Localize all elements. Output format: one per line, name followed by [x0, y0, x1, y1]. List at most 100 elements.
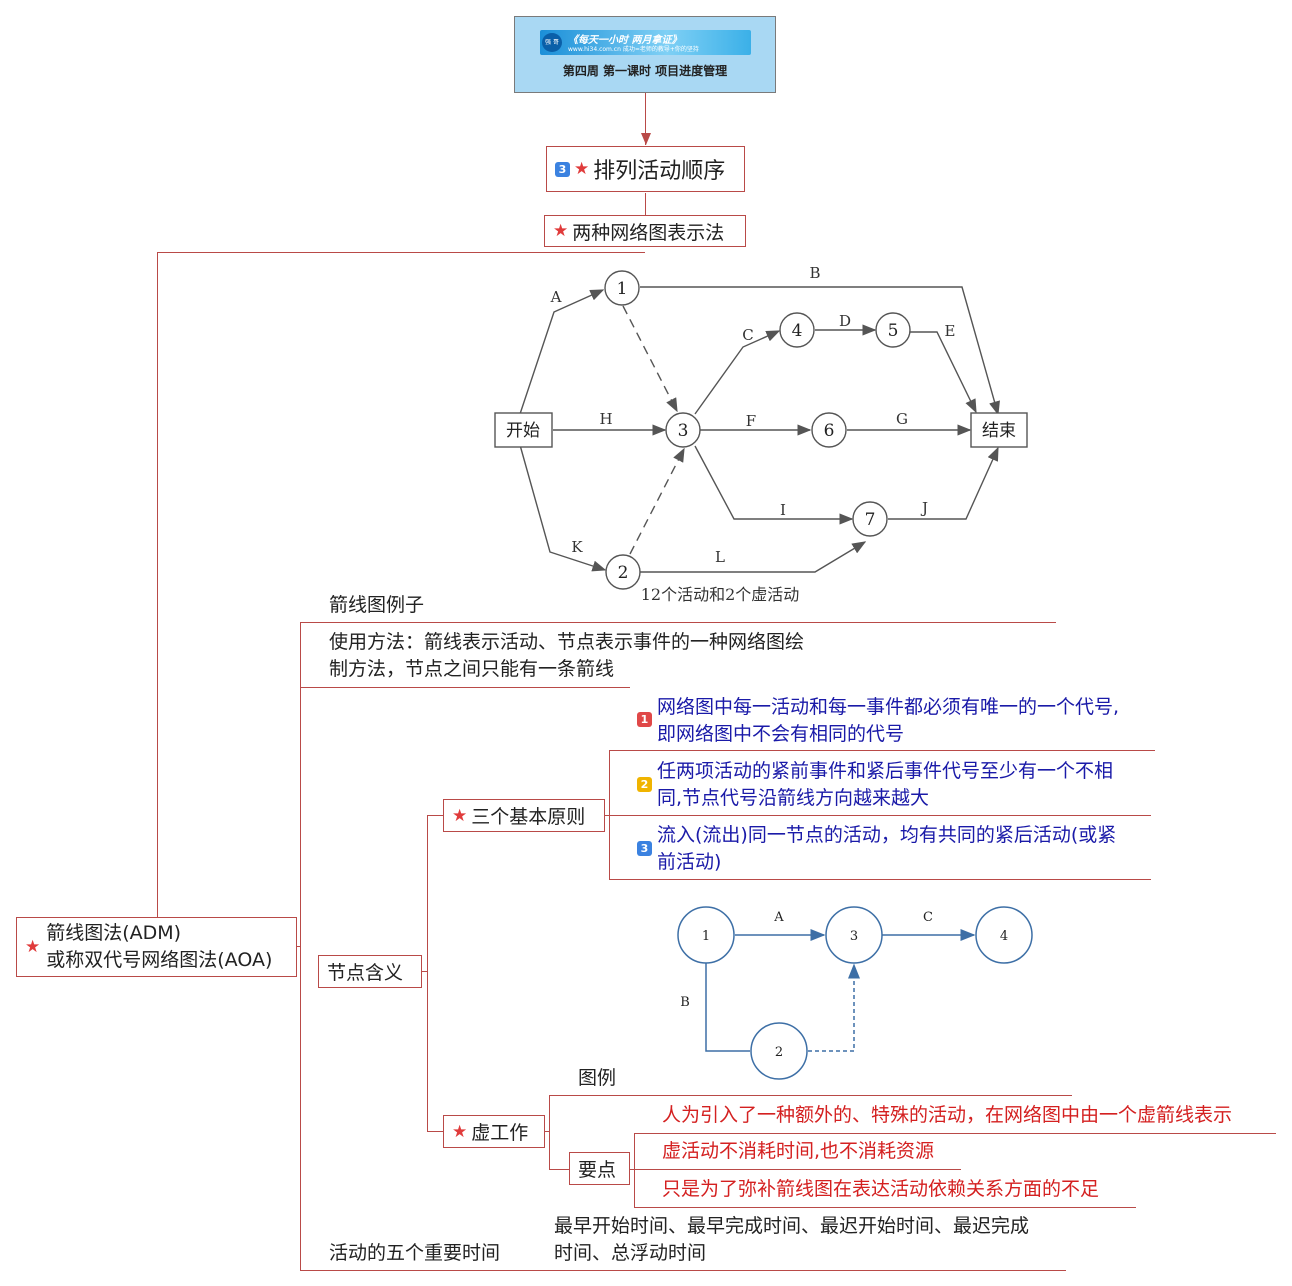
event-node	[604, 270, 640, 306]
principle-1-line1: 网络图中每一活动和每一事件都必须有唯一的一个代号,	[657, 696, 1120, 718]
banner-title: 《每天一小时 两月拿证》	[568, 35, 682, 46]
connector	[609, 879, 1151, 880]
event-node	[875, 312, 911, 348]
activity-label: I	[780, 501, 786, 519]
star-icon: ★	[553, 221, 569, 241]
connector	[634, 1207, 1136, 1208]
node-meaning-label: 节点含义	[327, 962, 404, 984]
connector	[427, 1131, 444, 1132]
principle-3-line1: 流入(流出)同一节点的活动，均有共同的紧后活动(或紧	[657, 824, 1117, 846]
priority-3-badge: 3	[555, 161, 570, 177]
priority-3-badge: 3	[637, 841, 652, 856]
star-icon: ★	[452, 805, 468, 826]
legend-node-label: 4	[1000, 929, 1008, 944]
dummy-point-3: 只是为了弥补箭线图在表达活动依赖关系方面的不足	[662, 1178, 1100, 1200]
connector	[300, 622, 1056, 623]
connector	[634, 1133, 1276, 1134]
activity-label: D	[839, 312, 851, 330]
usage-line2: 制方法，节点之间只能有一条箭线	[329, 658, 615, 680]
connector	[645, 93, 646, 145]
dummy-work-title: 虚工作	[471, 1122, 529, 1144]
arrow-head	[641, 133, 651, 145]
connector	[609, 750, 610, 879]
principles-title: 三个基本原则	[471, 806, 586, 828]
node-meaning-node[interactable]: 节点含义	[318, 955, 422, 988]
topic-node[interactable]: 3 ★ 排列活动顺序	[546, 146, 745, 192]
activity-label: J	[920, 499, 928, 517]
end-box	[970, 412, 1028, 448]
subtopic-title: 两种网络图表示法	[572, 221, 725, 244]
star-icon: ★	[574, 159, 590, 179]
principles-node[interactable]: ★ 三个基本原则	[443, 799, 605, 832]
activity-label: B	[809, 264, 820, 282]
dummy-legend-diagram: 1 3 4 2 A C B	[677, 906, 1033, 1080]
dummy-point-1: 人为引入了一种额外的、特殊的活动，在网络图中由一个虚箭线表示	[662, 1104, 1233, 1126]
node-label: 6	[824, 421, 835, 441]
connector	[630, 1169, 635, 1170]
connector	[609, 815, 1151, 816]
figure-caption: 12个活动和2个虚活动	[641, 585, 800, 604]
node-label: 5	[888, 321, 899, 341]
connector	[634, 1133, 635, 1207]
connector	[645, 193, 646, 215]
legend-node-label: 3	[850, 929, 858, 944]
connector	[296, 946, 301, 947]
event-node	[665, 412, 701, 448]
legend-node	[825, 906, 883, 964]
node-label: 2	[618, 563, 629, 583]
connector	[157, 252, 645, 253]
connector	[549, 1095, 550, 1169]
banner: 强 哥 《每天一小时 两月拿证》 www.hi34.com.cn 成功=老师的教…	[540, 30, 751, 55]
activity-label: L	[715, 548, 725, 566]
principle-3-line2: 前活动)	[657, 851, 722, 873]
dummy-point-2: 虚活动不消耗时间,也不消耗资源	[662, 1140, 935, 1162]
connector	[545, 1131, 550, 1132]
node-label: 4	[792, 321, 803, 341]
node-label: 1	[617, 279, 628, 299]
adm-node[interactable]: ★ 箭线图法(ADM) 或称双代号网络图法(AOA)	[16, 917, 297, 977]
five-times-title: 活动的五个重要时间	[329, 1242, 501, 1264]
priority-1-badge: 1	[637, 712, 652, 727]
dummy-work-node[interactable]: ★ 虚工作	[443, 1115, 545, 1148]
legend-activity-label: C	[923, 910, 933, 925]
activity-label: K	[571, 538, 583, 556]
legend-activity-label: A	[773, 910, 784, 925]
five-times-line2: 时间、总浮动时间	[554, 1242, 707, 1264]
event-node	[605, 554, 641, 590]
legend-node-label: 1	[702, 929, 710, 944]
activity-label: C	[742, 326, 753, 344]
connector	[300, 1270, 1066, 1271]
start-label: 开始	[506, 421, 540, 441]
star-icon: ★	[452, 1121, 468, 1142]
event-node	[852, 501, 888, 537]
node-label: 7	[865, 510, 876, 530]
start-box	[494, 412, 553, 448]
connector	[549, 1095, 1072, 1096]
header-subtitle: 第四周 第一课时 项目进度管理	[562, 64, 728, 78]
legend-label: 图例	[578, 1067, 617, 1089]
principle-1-line2: 即网络图中不会有相同的代号	[657, 723, 905, 745]
legend-node	[677, 906, 735, 964]
legend-activity-label: B	[680, 995, 690, 1010]
event-node	[779, 312, 815, 348]
adm-line2: 或称双代号网络图法(AOA)	[46, 949, 273, 971]
connector	[549, 1169, 569, 1170]
connector	[300, 687, 630, 688]
subtopic-node[interactable]: ★ 两种网络图表示法	[544, 215, 746, 247]
banner-badge: 强 哥	[542, 33, 562, 52]
network-diagram: 开始 结束 1 2 3 4 5 6 7 A B C D E F G H I J …	[494, 264, 1028, 604]
connector	[300, 622, 301, 1270]
end-label: 结束	[982, 421, 1016, 441]
banner-url: www.hi34.com.cn 成功=老师的教导+你的坚持	[568, 46, 699, 53]
adm-line1: 箭线图法(ADM)	[46, 922, 182, 944]
star-icon: ★	[25, 937, 41, 957]
topic-title: 排列活动顺序	[593, 159, 726, 184]
five-times-line1: 最早开始时间、最早完成时间、最迟开始时间、最迟完成	[554, 1215, 1030, 1237]
example-label: 箭线图例子	[329, 594, 425, 616]
activity-label: E	[945, 322, 956, 340]
connector	[609, 750, 1155, 751]
activity-label: H	[599, 410, 612, 428]
connector	[427, 815, 428, 1132]
key-points-node[interactable]: 要点	[569, 1152, 630, 1185]
activity-label: G	[896, 410, 908, 428]
